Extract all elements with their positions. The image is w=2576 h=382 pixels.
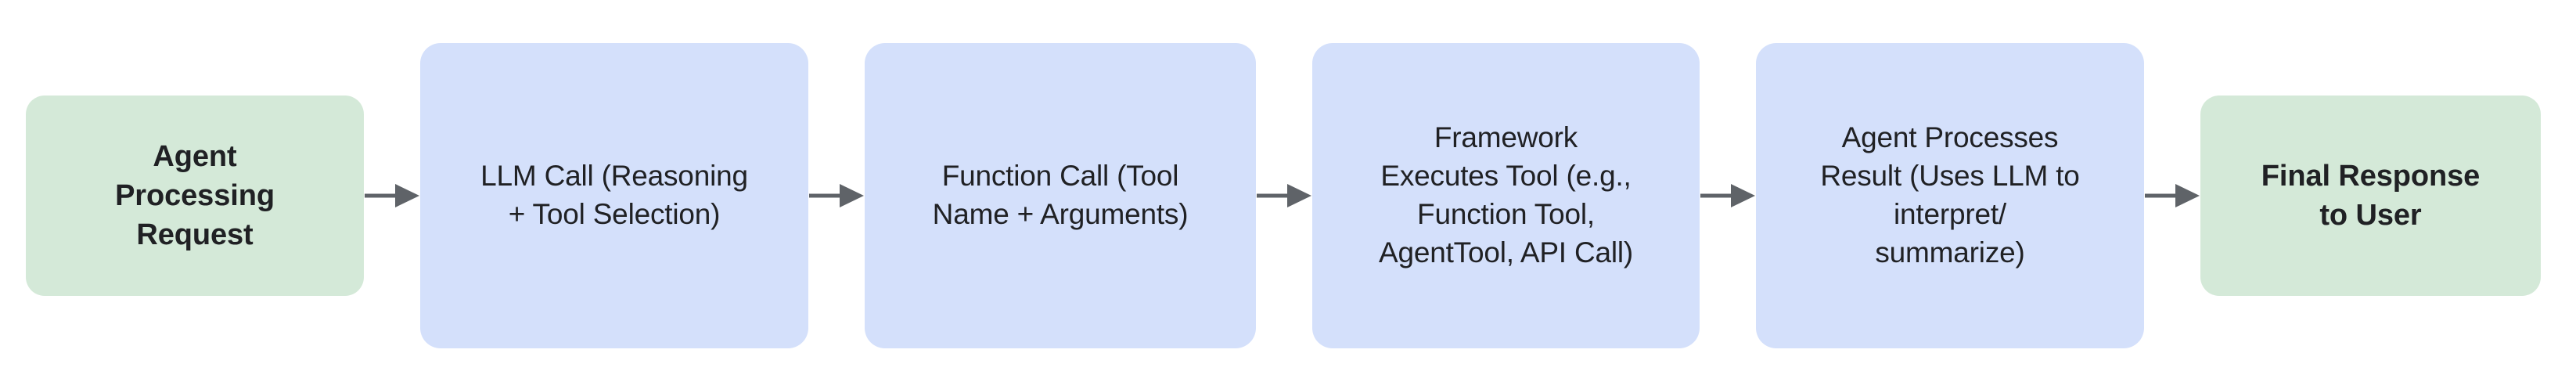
- flow-node-llm-call[interactable]: LLM Call (Reasoning + Tool Selection): [420, 43, 808, 348]
- flow-arrow-n1-to-n2: [364, 179, 420, 212]
- flow-arrow-n5-to-n6: [2144, 179, 2200, 212]
- flow-node-agent-processing-request[interactable]: Agent Processing Request: [26, 96, 364, 296]
- flow-node-function-call[interactable]: Function Call (Tool Name + Arguments): [865, 43, 1256, 348]
- flow-node-label: Agent Processing Request: [115, 139, 275, 252]
- flow-node-final-response-to-user[interactable]: Final Response to User: [2200, 96, 2541, 296]
- flow-node-label: LLM Call (Reasoning + Tool Selection): [480, 160, 748, 230]
- flow-node-label: Final Response to User: [2261, 159, 2481, 232]
- flow-arrow-n4-to-n5: [1700, 179, 1756, 212]
- flow-arrow-n3-to-n4: [1256, 179, 1312, 212]
- flow-arrow-n2-to-n3: [808, 179, 865, 212]
- flow-node-agent-processes-result[interactable]: Agent Processes Result (Uses LLM to inte…: [1756, 43, 2144, 348]
- flow-node-label: Function Call (Tool Name + Arguments): [932, 160, 1189, 230]
- flow-node-label: Agent Processes Result (Uses LLM to inte…: [1820, 121, 2080, 268]
- flow-node-label: Framework Executes Tool (e.g., Function …: [1378, 121, 1634, 268]
- flow-node-framework-executes-tool[interactable]: Framework Executes Tool (e.g., Function …: [1312, 43, 1700, 348]
